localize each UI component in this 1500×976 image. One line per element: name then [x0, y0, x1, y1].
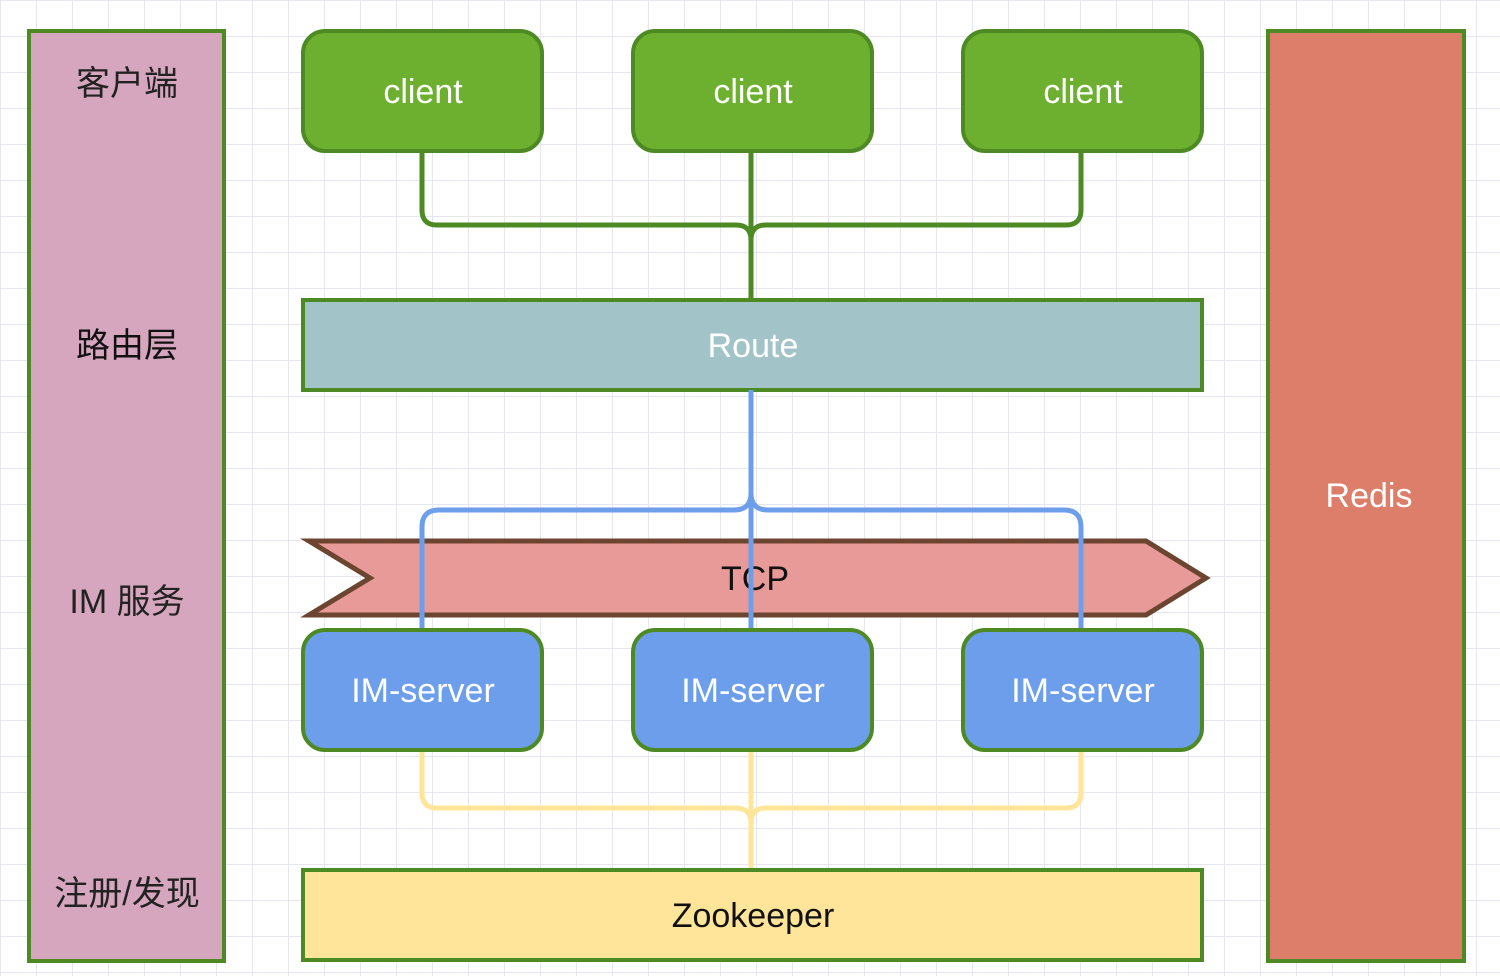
tcp-arrow [300, 538, 1211, 618]
client-box-2 [631, 29, 874, 153]
route-box [301, 298, 1204, 392]
layer-label-route: 路由层 [76, 327, 178, 365]
client-connector-1 [419, 152, 754, 300]
zk-connector-1 [419, 750, 754, 870]
zookeeper-label: Zookeeper [672, 897, 835, 935]
im-server-label-3: IM-server [1011, 672, 1155, 710]
im-server-label-1: IM-server [351, 672, 495, 710]
im-server-box-3 [961, 628, 1204, 752]
redis-label: Redis [1326, 477, 1413, 515]
im-server-box-2 [631, 628, 874, 752]
client-label-1: client [383, 73, 463, 111]
layer-label-im: IM 服务 [69, 583, 184, 621]
tcp-label: TCP [721, 560, 789, 598]
layer-label-client: 客户端 [76, 65, 178, 103]
client-box-3 [961, 29, 1204, 153]
im-server-label-2: IM-server [681, 672, 825, 710]
im-server-box-1 [301, 628, 544, 752]
client-box-1 [301, 29, 544, 153]
client-connector-3 [748, 152, 1084, 300]
route-connector-3 [748, 390, 1084, 630]
client-label-2: client [713, 73, 793, 111]
redis-box [1266, 29, 1466, 963]
route-label: Route [708, 327, 799, 365]
layer-label-registry: 注册/发现 [54, 875, 199, 913]
zookeeper-box [301, 868, 1204, 962]
zk-connector-3 [748, 750, 1084, 870]
client-label-3: client [1043, 73, 1123, 111]
layer-bar [27, 29, 226, 963]
